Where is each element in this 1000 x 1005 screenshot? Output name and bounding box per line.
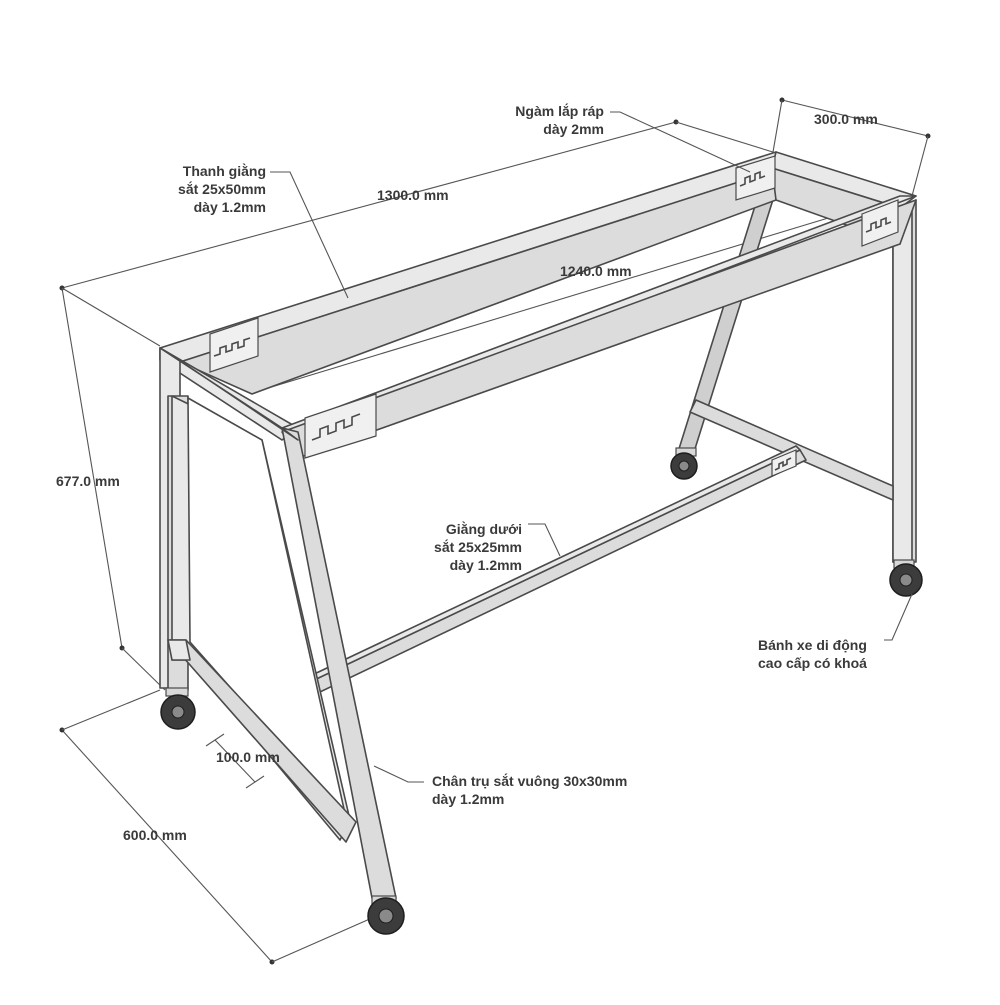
- dimension-width-top: [772, 97, 931, 197]
- callout-leaders: [270, 111, 913, 783]
- caster-wheel-front-left: [160, 687, 196, 730]
- top-frame: [159, 151, 917, 459]
- caster-wheel-rear-right: [889, 559, 923, 597]
- dimension-length-top: [59, 119, 777, 347]
- front-left-leg-frame: [159, 347, 397, 899]
- callout-bottom-brace: Giằng dưới sắt 25x25mm dày 1.2mm: [434, 520, 522, 573]
- dimension-leg-offset: [205, 733, 265, 789]
- dim-length-top-label: 1300.0 mm: [377, 187, 449, 203]
- dimension-height: [61, 287, 166, 691]
- joint-plate-bottom-right: [771, 449, 797, 477]
- dim-width-top-label: 300.0 mm: [814, 111, 878, 127]
- caster-wheel-front-right: [367, 895, 405, 935]
- callout-joint-line2: dày 2mm: [543, 121, 604, 137]
- callout-top-rail: Thanh giằng sắt 25x50mm dày 1.2mm: [178, 162, 266, 215]
- callout-leg-line2: dày 1.2mm: [432, 791, 504, 807]
- joint-plate: [304, 393, 377, 459]
- callout-leg: Chân trụ sắt vuông 30x30mm dày 1.2mm: [432, 772, 627, 807]
- caster-wheel-rear-left: [670, 447, 698, 480]
- callout-bottom-brace-line1: Giằng dưới: [446, 520, 522, 537]
- dimension-base-width: [59, 689, 373, 965]
- callout-leg-line1: Chân trụ sắt vuông 30x30mm: [432, 772, 627, 789]
- callout-bottom-brace-line2: sắt 25x25mm: [434, 538, 522, 555]
- joint-plate: [209, 317, 259, 373]
- dim-leg-offset-label: 100.0 mm: [216, 749, 280, 765]
- joint-plate: [861, 199, 899, 247]
- joint-plate: [735, 155, 776, 201]
- callout-bottom-brace-line3: dày 1.2mm: [450, 557, 522, 573]
- bottom-long-brace: [271, 445, 807, 713]
- joint-plates-top: [209, 155, 899, 459]
- callout-joint-line1: Ngàm lắp ráp: [515, 102, 604, 119]
- dim-height-label: 677.0 mm: [56, 473, 120, 489]
- callout-caster-line2: cao cấp có khoá: [758, 655, 867, 671]
- callout-caster: Bánh xe di động cao cấp có khoá: [758, 637, 867, 671]
- dim-inner-length-label: 1240.0 mm: [560, 263, 632, 279]
- callout-joint: Ngàm lắp ráp dày 2mm: [515, 102, 604, 137]
- callout-top-rail-line2: sắt 25x50mm: [178, 180, 266, 197]
- callout-caster-line1: Bánh xe di động: [758, 637, 867, 653]
- callout-top-rail-line1: Thanh giằng: [183, 162, 266, 179]
- dim-base-width-label: 600.0 mm: [123, 827, 187, 843]
- callout-top-rail-line3: dày 1.2mm: [194, 199, 266, 215]
